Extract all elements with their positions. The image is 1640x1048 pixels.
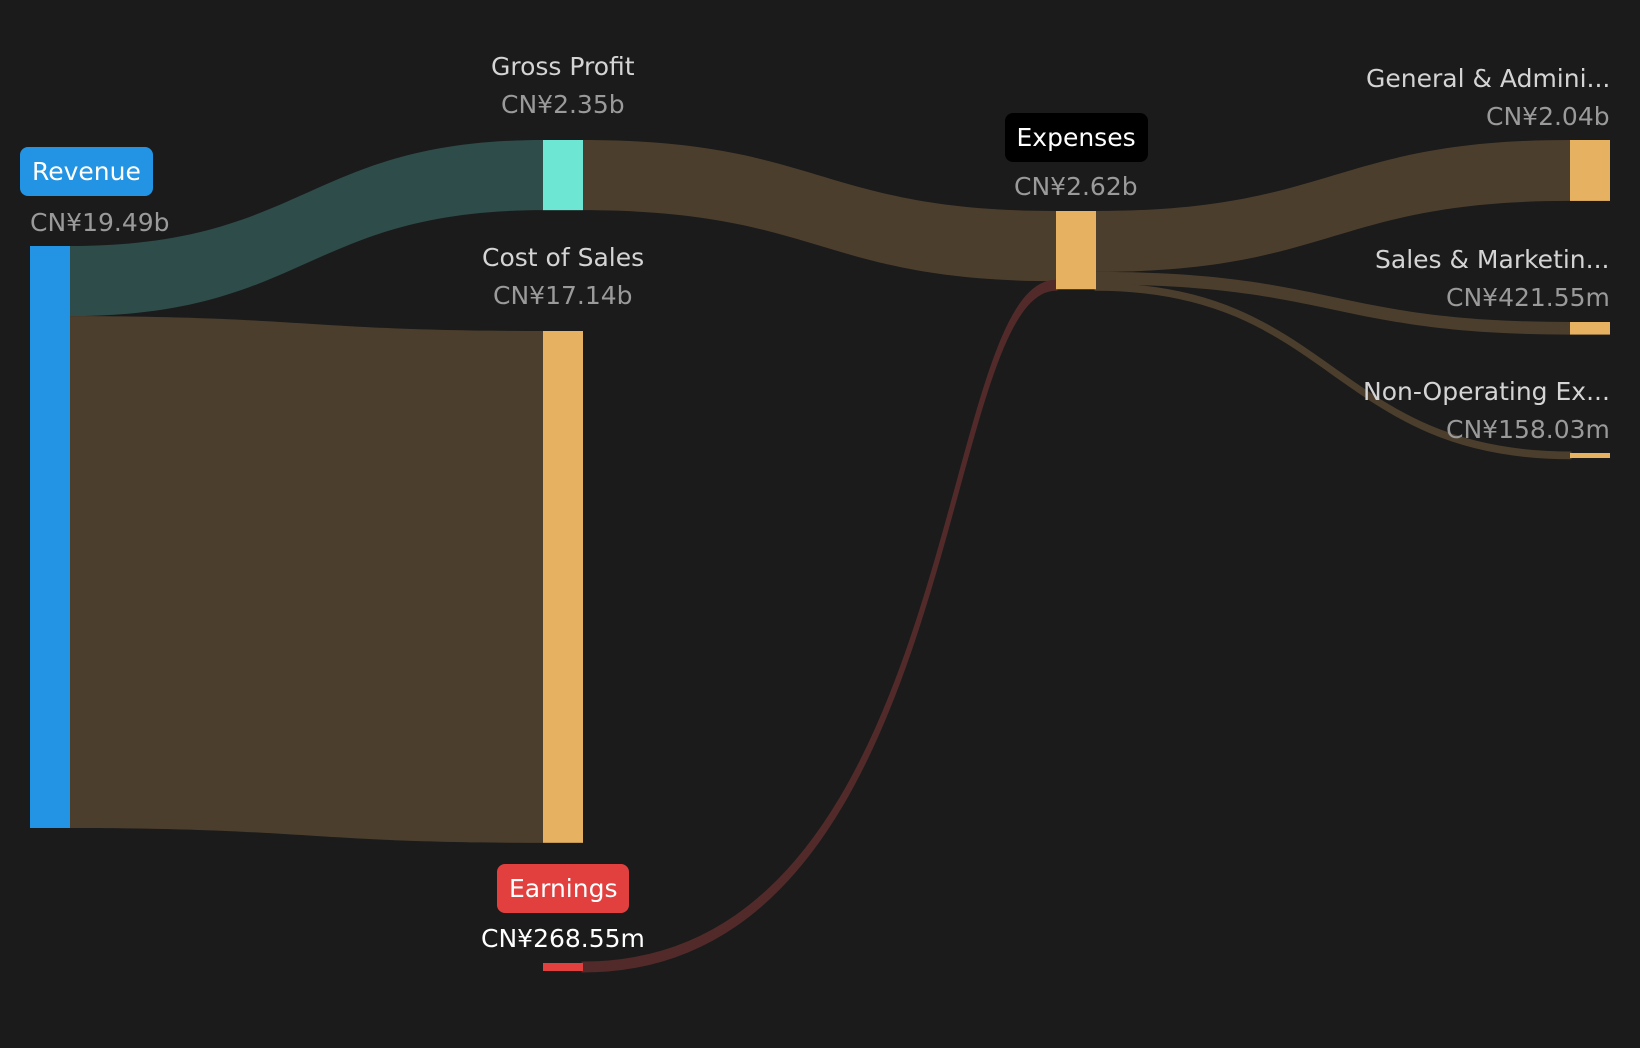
gross-profit-label: Gross Profit bbox=[491, 52, 635, 81]
link-gross_profit-to-expenses bbox=[583, 140, 1056, 282]
link-expenses-to-g_and_a bbox=[1096, 140, 1570, 272]
node-bar-non_operating bbox=[1570, 453, 1610, 458]
general-admin-value: CN¥2.04b bbox=[1486, 102, 1610, 131]
link-earnings-to-expenses bbox=[581, 279, 1058, 973]
link-revenue-to-cost_of_sales bbox=[70, 316, 543, 843]
general-admin-label: General & Admini... bbox=[1366, 64, 1611, 93]
expenses-value: CN¥2.62b bbox=[1014, 172, 1138, 201]
node-bar-gross_profit bbox=[543, 140, 583, 211]
node-bar-sales_marketing bbox=[1570, 322, 1610, 335]
sales-marketing-value: CN¥421.55m bbox=[1446, 283, 1610, 312]
cost-of-sales-label: Cost of Sales bbox=[482, 243, 645, 272]
node-bar-cost_of_sales bbox=[543, 331, 583, 843]
link-revenue-to-gross_profit bbox=[70, 140, 543, 317]
expenses-label: Expenses bbox=[1004, 113, 1148, 162]
sales-marketing-label: Sales & Marketin... bbox=[1375, 245, 1610, 274]
cost-of-sales-value: CN¥17.14b bbox=[493, 281, 633, 310]
node-bar-g_and_a bbox=[1570, 140, 1610, 201]
non-operating-value: CN¥158.03m bbox=[1446, 415, 1610, 444]
earnings-label: Earnings bbox=[497, 864, 630, 913]
node-bar-expenses bbox=[1056, 211, 1096, 290]
link-expenses-to-sales_marketing bbox=[1096, 271, 1570, 335]
node-bar-revenue bbox=[30, 246, 70, 828]
gross-profit-value: CN¥2.35b bbox=[501, 90, 625, 119]
revenue-label: Revenue bbox=[20, 147, 153, 196]
revenue-value: CN¥19.49b bbox=[30, 208, 170, 237]
node-bar-earnings bbox=[543, 963, 583, 972]
earnings-value: CN¥268.55m bbox=[481, 924, 645, 953]
non-operating-label: Non-Operating Ex... bbox=[1363, 377, 1610, 406]
